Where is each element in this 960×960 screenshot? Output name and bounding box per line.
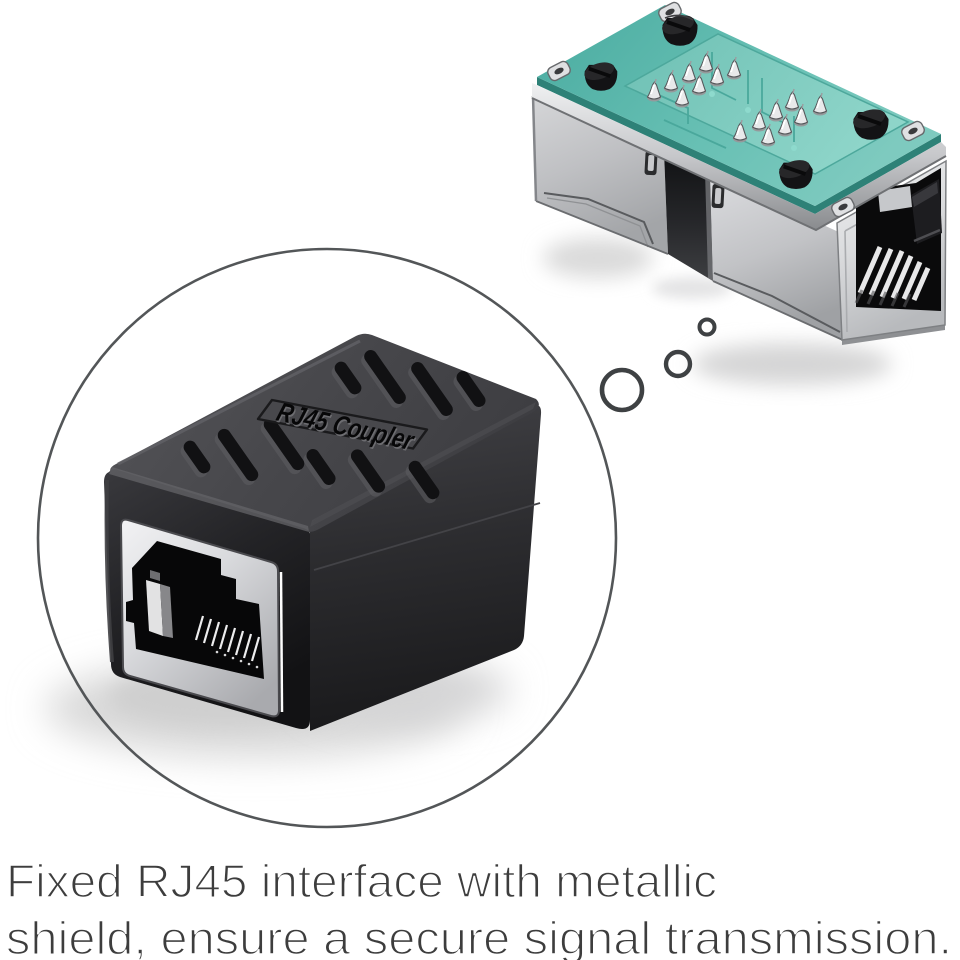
- svg-text:shield, ensure a secure signal: shield, ensure a secure signal transmiss…: [6, 912, 952, 960]
- svg-text:Fixed RJ45 interface with meta: Fixed RJ45 interface with metallic: [6, 855, 717, 907]
